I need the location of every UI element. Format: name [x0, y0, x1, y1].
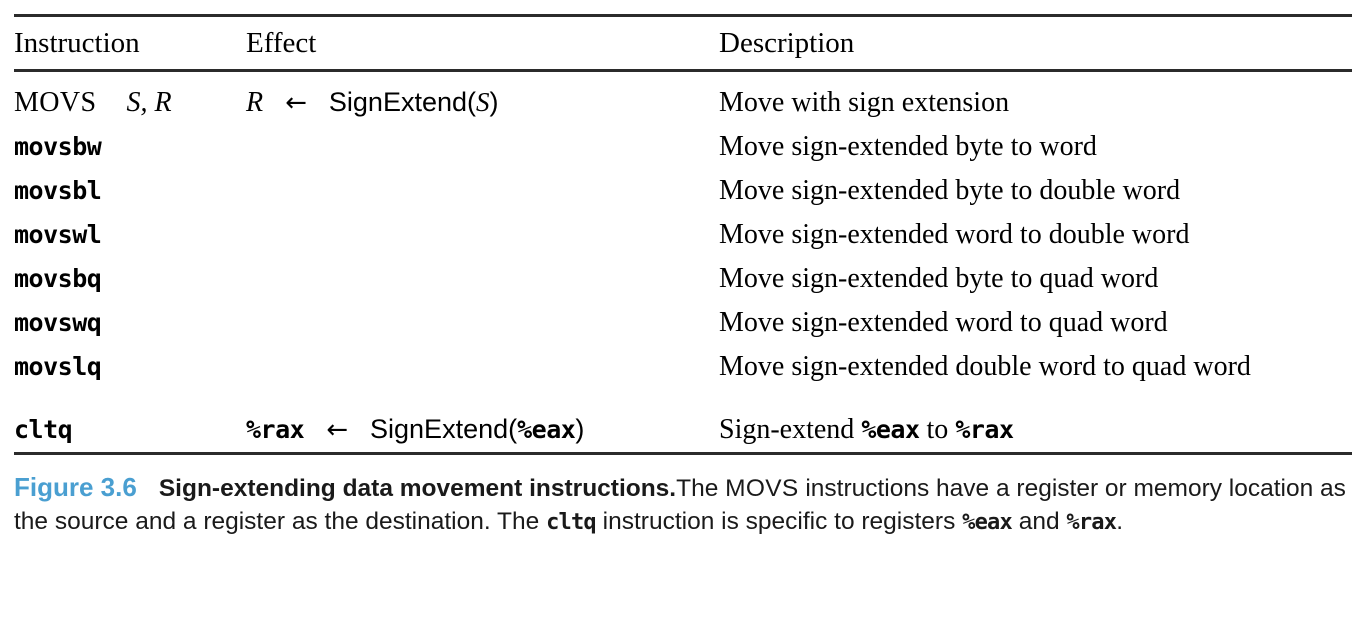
instruction-mnemonic: movsbl [14, 176, 102, 205]
description-text-pre: Sign-extend [719, 414, 862, 445]
register-eax: %eax [861, 415, 920, 444]
table-row: movsbl Move sign-extended byte to double… [14, 169, 1352, 213]
effect-source: S [476, 87, 490, 117]
cell-description: Move with sign extension [719, 87, 1010, 118]
cell-effect [246, 301, 719, 345]
cell-instruction: movsbw [14, 125, 246, 169]
register-rax: %rax [955, 415, 1014, 444]
instruction-operands: S, R [126, 87, 172, 118]
figure-caption: Figure 3.6 Sign-extending data movement i… [14, 471, 1352, 539]
caption-body-2: instructions have a register or memory l… [14, 475, 1346, 535]
cell-effect [246, 213, 719, 257]
table-top-rule [14, 14, 1352, 17]
effect-function: SignExtend( [370, 414, 518, 444]
column-header-effect: Effect [246, 27, 317, 59]
table-row: MOVS S, R R ← SignExtend(S) Move with sign … [14, 72, 1352, 125]
table-header-row: Instruction Effect Description [14, 17, 1352, 69]
description-text-mid: to [919, 414, 956, 445]
caption-register-eax: %eax [962, 510, 1013, 535]
cell-description: Move sign-extended byte to quad word [719, 263, 1159, 294]
cell-effect [246, 169, 719, 213]
cell-instruction: cltq [14, 389, 246, 452]
instruction-table: Instruction Effect Description [14, 17, 1352, 69]
figure-3-6: Instruction Effect Description MOVS S, R … [0, 14, 1366, 620]
caption-body-5: . [1116, 508, 1124, 535]
cell-effect [246, 345, 719, 389]
cell-description: Move sign-extended word to quad word [719, 307, 1168, 338]
cell-instruction: movsbl [14, 169, 246, 213]
effect-destination: R [246, 87, 264, 118]
cell-effect: R ← SignExtend(S) [246, 72, 719, 125]
instruction-mnemonic: movsbq [14, 264, 102, 293]
cell-description: Sign-extend %eax to %rax [719, 389, 1352, 452]
cell-instruction: MOVS S, R [14, 72, 246, 125]
instruction-mnemonic: MOVS [14, 87, 97, 118]
instruction-mnemonic: movswq [14, 308, 102, 337]
instruction-mnemonic: cltq [14, 415, 73, 444]
figure-number: Figure 3.6 [14, 472, 137, 502]
instruction-mnemonic: movswl [14, 220, 102, 249]
caption-body-1: The [676, 475, 726, 502]
table-row-cltq: cltq %rax←SignExtend(%eax) Sign-extend %… [14, 389, 1352, 452]
left-arrow-icon: ← [326, 415, 349, 445]
cell-instruction: movswq [14, 301, 246, 345]
table-row: movslq Move sign-extended double word to… [14, 345, 1352, 389]
effect-close-paren: ) [575, 414, 585, 444]
caption-movs-mnemonic: MOVS [725, 475, 799, 502]
cell-instruction: movslq [14, 345, 246, 389]
caption-cltq-mnemonic: cltq [546, 510, 597, 535]
effect-source: %eax [517, 415, 576, 444]
column-header-description: Description [719, 27, 855, 59]
effect-function: SignExtend( [328, 87, 476, 117]
table-row: movsbw Move sign-extended byte to word [14, 125, 1352, 169]
caption-register-rax: %rax [1066, 510, 1117, 535]
column-header-instruction: Instruction [14, 27, 140, 59]
cell-instruction: movsbq [14, 257, 246, 301]
table-row: movswq Move sign-extended word to quad w… [14, 301, 1352, 345]
table-bottom-rule [14, 452, 1352, 455]
table-row: movswl Move sign-extended word to double… [14, 213, 1352, 257]
instruction-mnemonic: movsbw [14, 132, 102, 161]
cell-effect [246, 257, 719, 301]
cell-effect: %rax ← SignExtend(%eax) [246, 389, 719, 452]
cell-description: Move sign-extended byte to double word [719, 175, 1181, 206]
caption-body-3: instruction is specific to registers [595, 508, 963, 535]
cell-effect [246, 125, 719, 169]
table-header-rule [14, 69, 1352, 72]
figure-title: Sign-extending data movement instruction… [158, 475, 677, 502]
instruction-mnemonic: movslq [14, 352, 102, 381]
cell-description: Move sign-extended word to double word [719, 219, 1190, 250]
effect-destination: %rax [246, 415, 305, 444]
left-arrow-icon: ← [285, 88, 307, 118]
cell-instruction: movswl [14, 213, 246, 257]
table-row: movsbq Move sign-extended byte to quad w… [14, 257, 1352, 301]
cell-description: Move sign-extended double word to quad w… [719, 351, 1251, 382]
cell-description: Move sign-extended byte to word [719, 131, 1097, 162]
effect-close-paren: ) [489, 87, 499, 117]
caption-body-4: and [1011, 508, 1067, 535]
